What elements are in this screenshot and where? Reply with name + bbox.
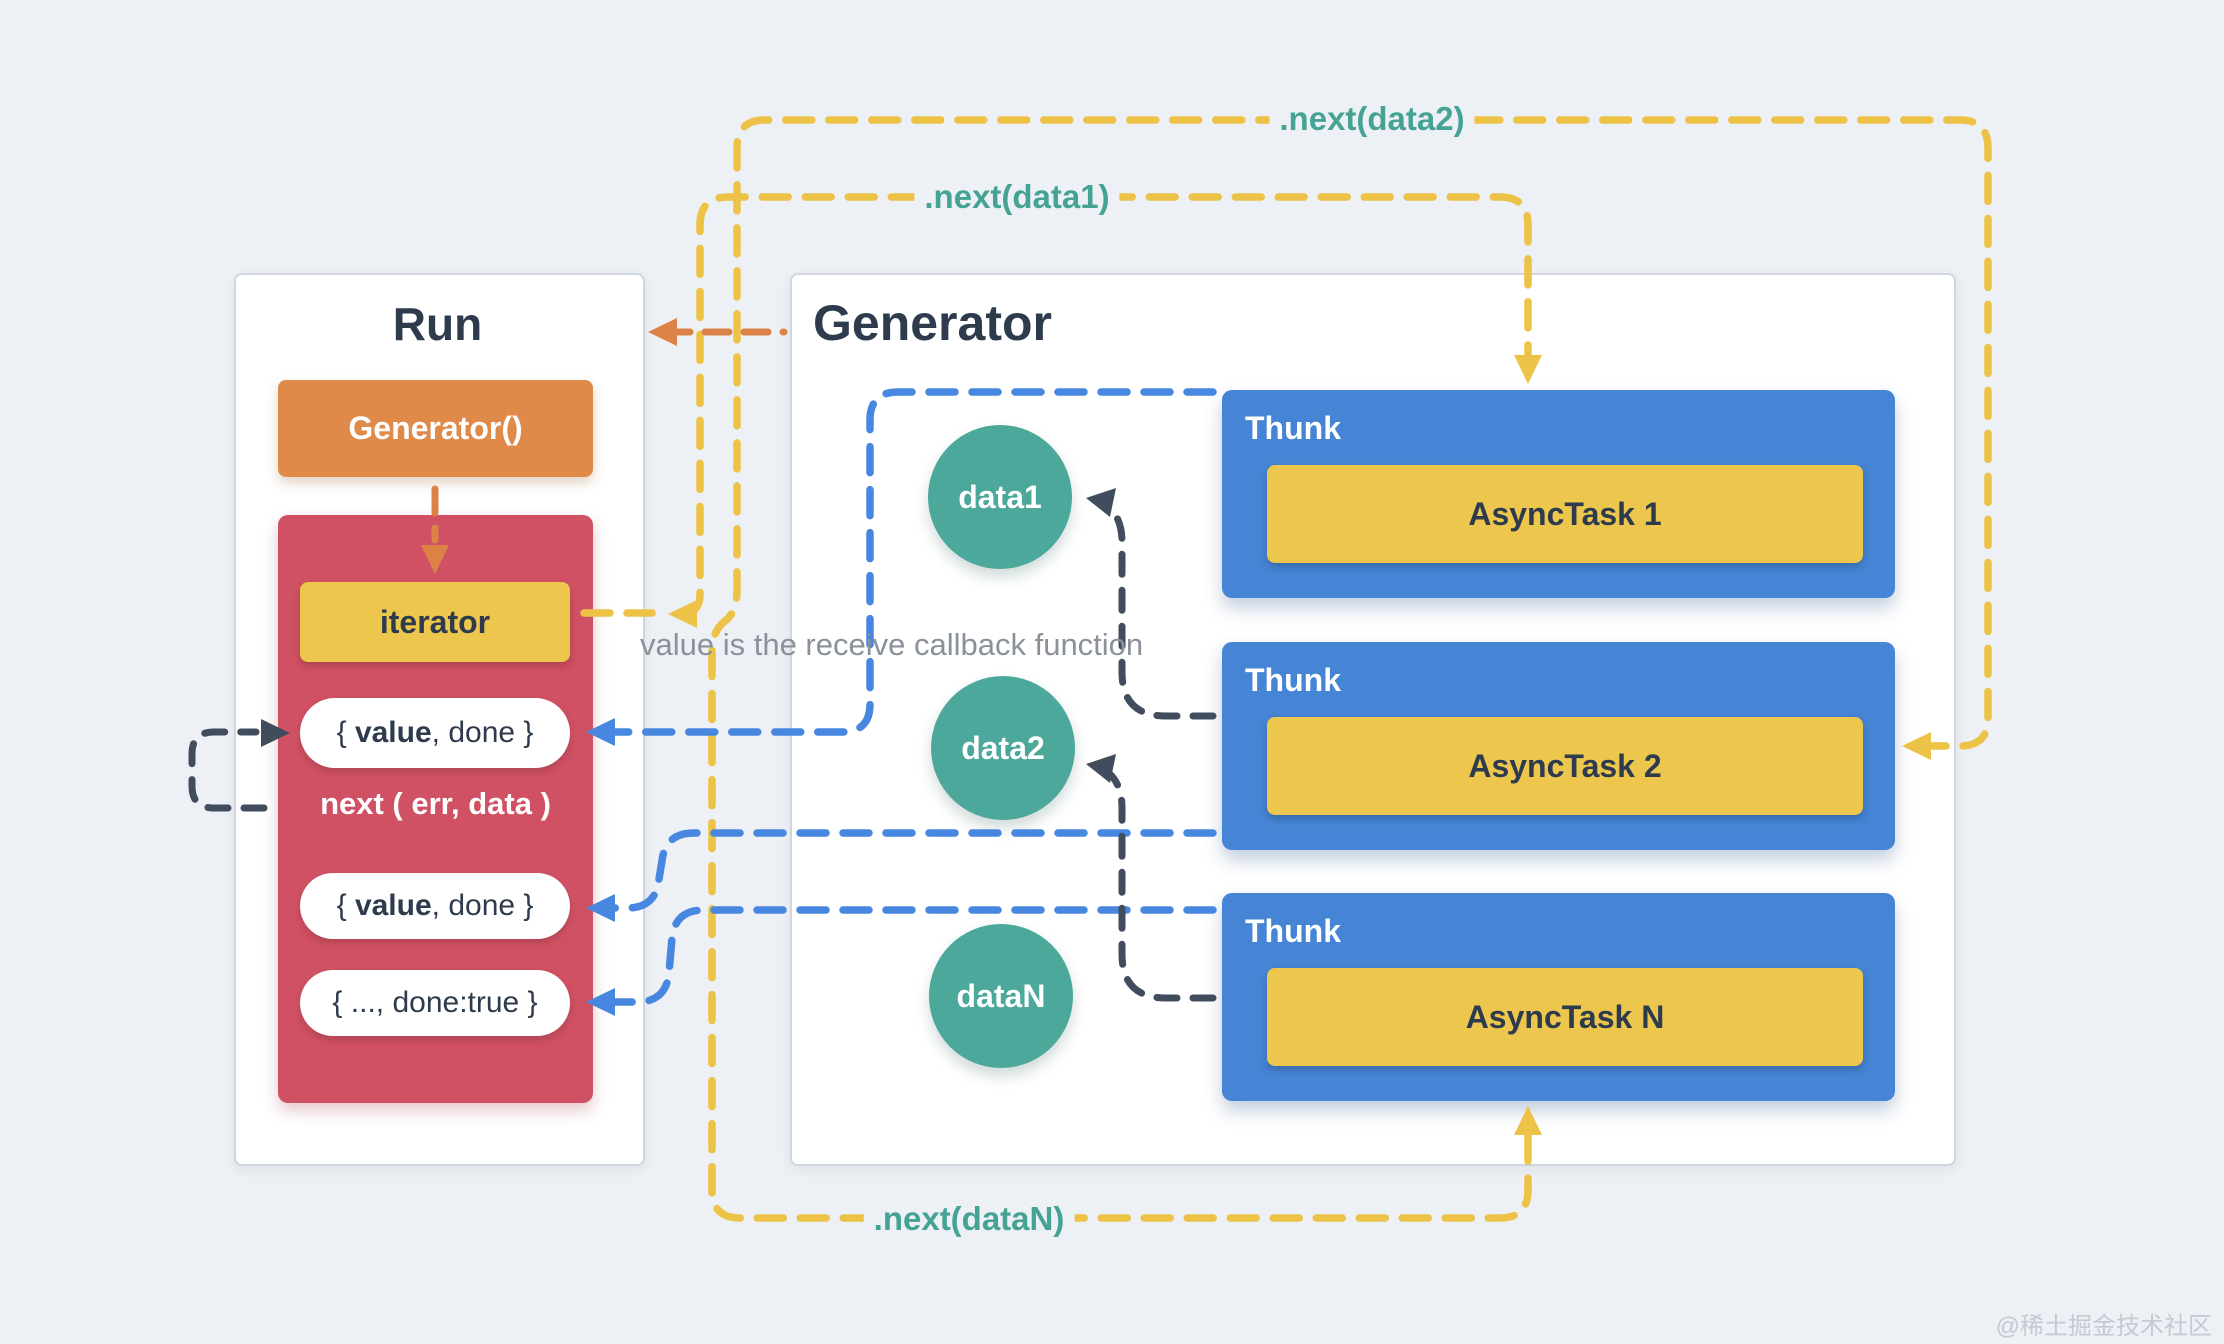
pill2-post: , done } (431, 889, 534, 922)
pill1-strong: value (354, 716, 432, 749)
async-task-1: AsyncTask 1 (1267, 465, 1863, 563)
thunk1-label: Thunk (1245, 410, 1341, 446)
thunk2-label: Thunk (1245, 662, 1341, 698)
pill2-strong: value (354, 889, 432, 922)
thunk-box-1: Thunk AsyncTask 1 (1222, 390, 1895, 598)
data2-circle: data2 (931, 676, 1075, 820)
thunk-box-2: Thunk AsyncTask 2 (1222, 642, 1895, 850)
pill1-pre: { (336, 716, 355, 749)
done-pill: { ..., done:true } (300, 970, 570, 1036)
dataN-circle: dataN (929, 924, 1073, 1068)
arrow-to-run-title (648, 318, 677, 346)
next-callback-label: next ( err, data ) (320, 786, 551, 821)
pill1-post: , done } (431, 716, 534, 749)
generator-call-box: Generator() (278, 380, 593, 477)
next-data1-label: .next(data1) (914, 176, 1120, 218)
yield-pill-2: { value, done } (300, 873, 570, 939)
thunkN-label: Thunk (1245, 913, 1341, 949)
thunk-box-n: Thunk AsyncTask N (1222, 893, 1895, 1101)
generator-title: Generator (813, 295, 1052, 351)
yield-pill-1: { value, done } (300, 698, 570, 768)
data1-circle: data1 (928, 425, 1072, 569)
watermark-text: @稀土掘金技术社区 (1995, 1313, 2212, 1340)
arrow-into-iterator (668, 600, 697, 628)
next-data2-label: .next(data2) (1269, 98, 1475, 140)
iterator-box: iterator (300, 582, 570, 662)
value-note-text: value is the receive callback function (640, 627, 1144, 662)
async-task-2: AsyncTask 2 (1267, 717, 1863, 815)
run-title: Run (392, 298, 483, 350)
next-dataN-label: .next(dataN) (863, 1198, 1075, 1240)
pill2-pre: { (336, 889, 355, 922)
async-task-n: AsyncTask N (1267, 968, 1863, 1066)
